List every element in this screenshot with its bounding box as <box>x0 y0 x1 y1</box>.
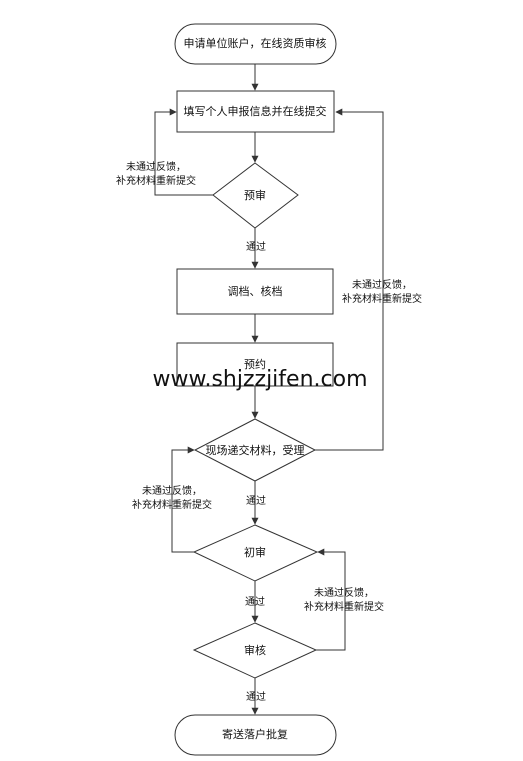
node-precheck: 预审 <box>212 162 299 229</box>
precheck-fail-label-line2: 补充材料重新提交 <box>116 174 196 187</box>
decision-shape <box>193 418 317 482</box>
precheck-fail-label-line1: 未通过反馈， <box>126 160 186 173</box>
node-appointment-label: 预约 <box>244 358 266 371</box>
edges <box>154 64 384 715</box>
review-pass-label: 通过 <box>246 690 266 703</box>
watermark: www.shjzzjifen.com <box>153 367 368 392</box>
terminal-shape <box>174 23 337 65</box>
node-end-label: 寄送落户批复 <box>222 727 288 741</box>
process-shape <box>176 268 334 315</box>
node-first-review-label: 初审 <box>244 545 266 559</box>
node-fill: 填写个人申报信息并在线提交 <box>176 90 335 133</box>
node-precheck-label: 预审 <box>244 188 266 202</box>
node-archive-label: 调档、核档 <box>228 284 283 298</box>
node-onsite-label: 现场递交材料，受理 <box>206 443 305 457</box>
onsite-fail-label-line2: 补充材料重新提交 <box>342 292 422 305</box>
node-start-label: 申请单位账户，在线资质审核 <box>184 36 327 50</box>
edge-precheck-fail-loop <box>154 108 214 196</box>
onsite-fail-label-line1: 未通过反馈， <box>352 278 412 291</box>
first-review-fail-label-line2: 补充材料重新提交 <box>132 498 212 511</box>
process-shape <box>176 90 335 133</box>
node-review: 审核 <box>192 622 318 679</box>
node-fill-label: 填写个人申报信息并在线提交 <box>184 104 327 118</box>
precheck-pass-label: 通过 <box>246 240 266 253</box>
first-review-pass-label: 通过 <box>245 595 265 608</box>
node-onsite: 现场递交材料，受理 <box>193 418 317 482</box>
review-fail-label-line1: 未通过反馈， <box>314 586 374 599</box>
onsite-pass-label: 通过 <box>246 494 266 507</box>
terminal-shape <box>174 714 337 756</box>
edge-onsite-fail-loop <box>314 108 384 451</box>
decision-shape <box>192 524 319 582</box>
node-archive: 调档、核档 <box>176 268 334 315</box>
node-start: 申请单位账户，在线资质审核 <box>174 23 337 65</box>
edge-labels: 未通过反馈， 补充材料重新提交 通过 未通过反馈， 补充材料重新提交 未通过反馈… <box>116 160 422 703</box>
process-shape <box>176 342 334 387</box>
edge-first-review-fail-loop <box>171 446 195 553</box>
node-review-label: 审核 <box>244 643 266 657</box>
review-fail-label-line2: 补充材料重新提交 <box>304 600 384 613</box>
edge-review-fail-loop <box>315 548 346 651</box>
decision-shape <box>192 622 318 679</box>
first-review-fail-label-line1: 未通过反馈， <box>142 484 202 497</box>
node-end: 寄送落户批复 <box>174 714 337 756</box>
decision-shape <box>212 162 299 229</box>
node-appointment: 预约 <box>176 342 334 387</box>
node-first-review: 初审 <box>192 524 319 582</box>
